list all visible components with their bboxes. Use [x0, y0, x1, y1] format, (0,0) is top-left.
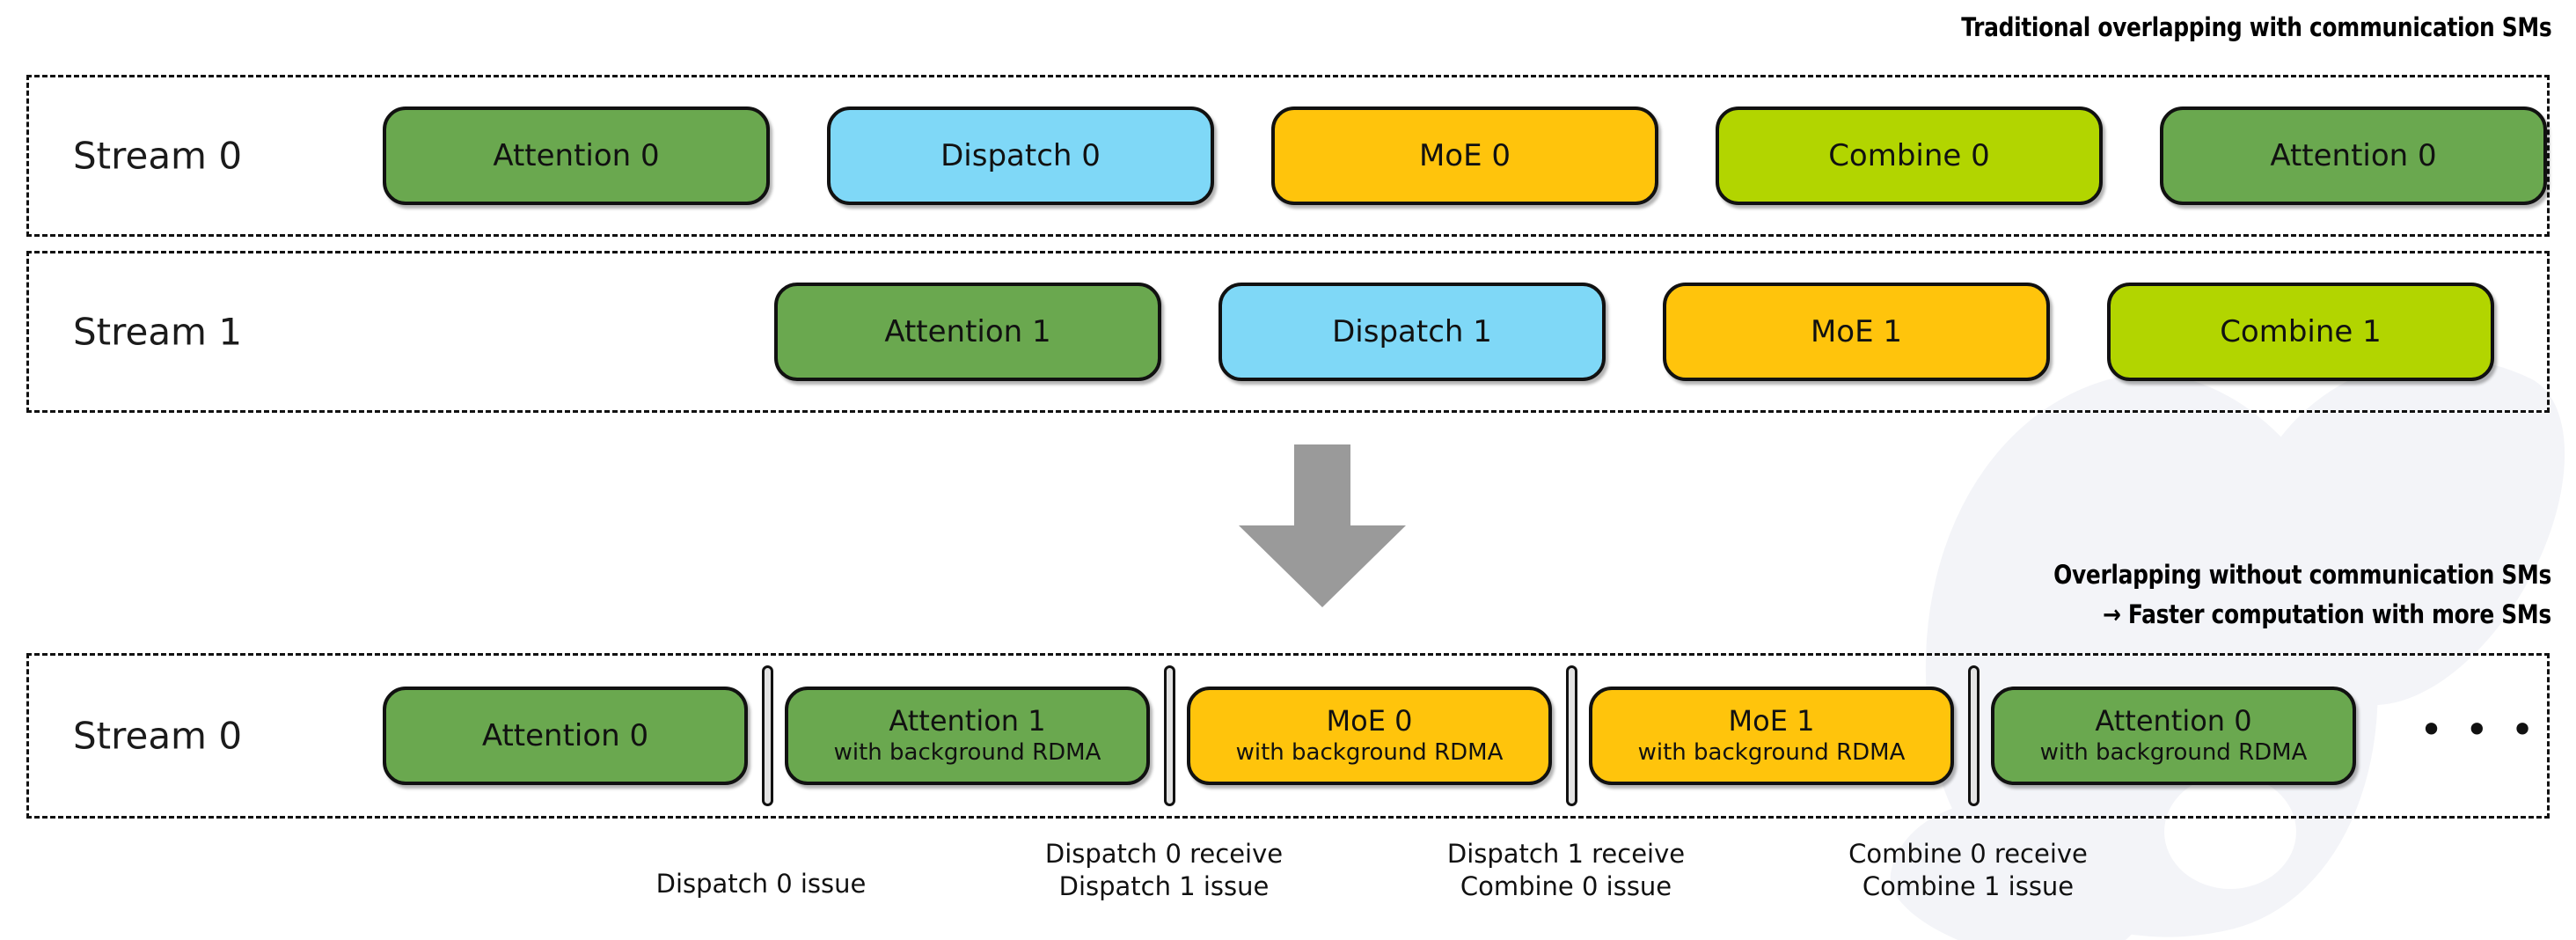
caption-line: Dispatch 1 issue	[1058, 871, 1270, 902]
op-box-title: Dispatch 0	[940, 137, 1101, 173]
op-box-title: Attention 0	[2095, 703, 2252, 738]
stream-row-0: Stream 0	[26, 75, 2550, 237]
op-box-title: MoE 1	[1728, 703, 1815, 738]
op-box-subtitle: with background RDMA	[1637, 738, 1906, 766]
op-box-attention-0[interactable]: Attention 0	[383, 106, 770, 205]
caption-line: Combine 1 issue	[1862, 871, 2075, 902]
timeline-caption-0: Dispatch 0 issue	[656, 868, 867, 900]
op-box-attention-1[interactable]: Attention 1	[774, 283, 1161, 381]
op-box-title: Attention 1	[889, 703, 1046, 738]
caption-line: Combine 0 issue	[1460, 871, 1672, 902]
boundary-separator-2	[1566, 665, 1577, 806]
boundary-separator-1	[1164, 665, 1175, 806]
caption-line: Combine 0 receive	[1848, 839, 2088, 869]
op-box-dispatch-0[interactable]: Dispatch 0	[827, 106, 1214, 205]
op-box-subtitle: with background RDMA	[833, 738, 1101, 766]
caption-line: Dispatch 1 receive	[1446, 839, 1686, 869]
boundary-separator-3	[1968, 665, 1980, 806]
op-box-title: Combine 1	[2220, 313, 2382, 349]
op-box-title: Attention 1	[884, 313, 1051, 349]
op-box-subtitle: with background RDMA	[2039, 738, 2308, 766]
op-box-dispatch-1[interactable]: Dispatch 1	[1218, 283, 1606, 381]
op-box-moe-0[interactable]: MoE 0	[1271, 106, 1658, 205]
op-box-subtitle: with background RDMA	[1235, 738, 1504, 766]
op-box-title: MoE 0	[1418, 137, 1511, 173]
caption-line: Dispatch 0 receive	[1044, 839, 1284, 869]
stream-label: Stream 1	[73, 310, 243, 354]
stream-row-2: Stream 0	[26, 653, 2550, 819]
op-box-title: Combine 0	[1828, 137, 1990, 173]
caption-line: Dispatch 0 issue	[655, 869, 867, 899]
op-box-title: Attention 0	[493, 137, 660, 173]
heading-traditional-overlapping: Traditional overlapping with communicati…	[1960, 12, 2551, 42]
heading-faster-computation: → Faster computation with more SMs	[2103, 599, 2551, 629]
op-box-title: Attention 0	[481, 717, 649, 753]
stream-label: Stream 0	[73, 134, 243, 178]
op-box-attention-0[interactable]: Attention 0	[2160, 106, 2547, 205]
ellipsis-indicator: • • •	[2419, 706, 2539, 753]
op-box-title: MoE 0	[1326, 703, 1413, 738]
stream-row-1: Stream 1	[26, 251, 2550, 413]
down-arrow-icon	[1239, 444, 1406, 607]
op-box-title: Attention 0	[2270, 137, 2437, 173]
op-box-title: MoE 1	[1810, 313, 1903, 349]
op-box-moe-1[interactable]: MoE 1	[1663, 283, 2050, 381]
op-box-combine-1[interactable]: Combine 1	[2107, 283, 2494, 381]
op-box-title: Dispatch 1	[1332, 313, 1492, 349]
op-box-attention-0[interactable]: Attention 0	[383, 687, 748, 785]
heading-overlapping-without-sms: Overlapping without communication SMs	[2053, 560, 2551, 590]
boundary-separator-0	[762, 665, 773, 806]
op-box-combine-0[interactable]: Combine 0	[1716, 106, 2103, 205]
stream-label: Stream 0	[73, 714, 243, 758]
